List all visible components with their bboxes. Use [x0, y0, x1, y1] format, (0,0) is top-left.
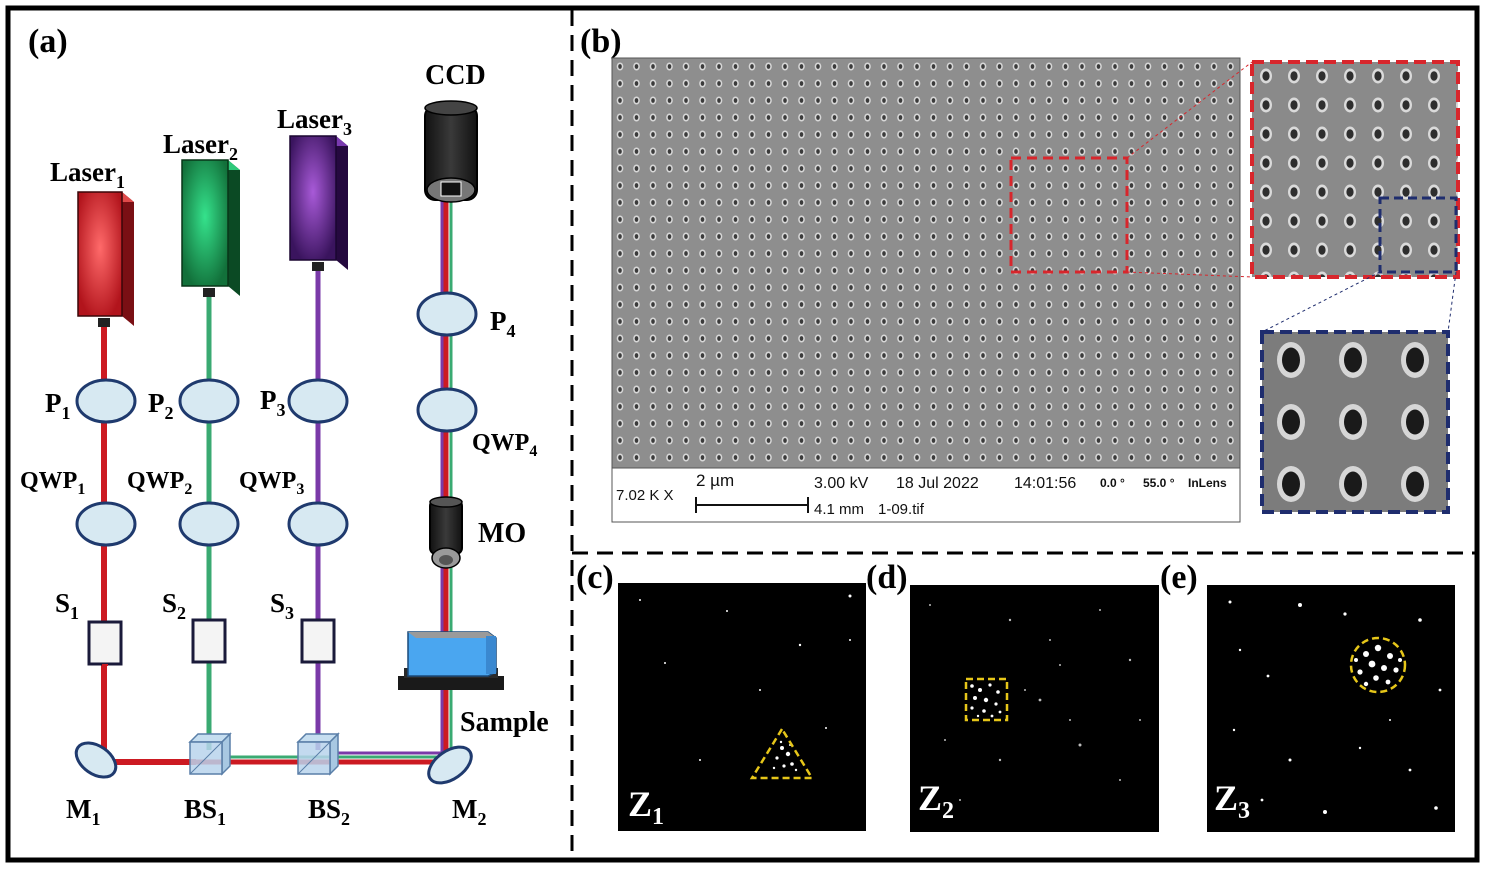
s3-label: S3	[270, 588, 294, 623]
laser-3	[289, 135, 348, 271]
sem-zoom-inset-1	[1250, 60, 1460, 279]
zoom-connector-red-top	[1126, 61, 1253, 159]
mirror-2	[427, 745, 473, 785]
sem-info-bar: 7.02 K X 2 µm 3.00 kV 18 Jul 2022 14:01:…	[611, 467, 1241, 523]
m1-label: M1	[66, 794, 100, 829]
panel-label-a: (a)	[28, 23, 68, 60]
polarizer-4	[416, 291, 478, 337]
sem-time: 14:01:56	[1014, 475, 1076, 492]
polarizer-2	[178, 378, 240, 424]
capture-image-2	[910, 585, 1159, 832]
panel-label-b: (b)	[580, 23, 622, 60]
microscope-objective	[429, 496, 463, 569]
zoom-connector-red-bottom	[1126, 271, 1253, 278]
mo-label: MO	[478, 518, 526, 549]
sem-main-image	[611, 57, 1241, 469]
s2-label: S2	[162, 588, 186, 623]
roi-cluster-3	[1354, 644, 1402, 687]
z2-label: Z2	[918, 778, 954, 824]
shutter-3	[300, 618, 336, 664]
ccd-label: CCD	[425, 60, 486, 91]
bs2-label: BS2	[308, 794, 350, 829]
qwp-3	[287, 501, 349, 547]
zoom-connector-blue-left	[1261, 271, 1381, 333]
z1-label: Z1	[628, 784, 664, 830]
polarizer-3	[287, 378, 349, 424]
sample-label: Sample	[460, 707, 549, 738]
qwp2-label: QWP2	[127, 468, 192, 498]
m2-label: M2	[452, 794, 486, 829]
qwp-1	[75, 501, 137, 547]
zoom-region-red	[1009, 156, 1129, 274]
qwp3-label: QWP3	[239, 468, 304, 498]
laser-1	[77, 191, 134, 327]
panel-e-capture: (e) Z3	[1160, 559, 1455, 832]
beam-splitter-2	[296, 732, 340, 776]
beam-splitter-1	[188, 732, 232, 776]
sem-file: 1-09.tif	[878, 501, 925, 518]
zoom-connector-blue-right	[1447, 271, 1457, 333]
p2-label: P2	[148, 388, 174, 423]
qwp-4	[416, 387, 478, 433]
p1-label: P1	[45, 388, 71, 423]
z3-label: Z3	[1214, 778, 1250, 824]
sem-wd: 4.1 mm	[814, 501, 864, 518]
p3-label: P3	[260, 385, 286, 420]
shutter-1	[87, 620, 123, 666]
sem-voltage: 3.00 kV	[814, 475, 869, 492]
qwp4-label: QWP4	[472, 430, 537, 460]
panel-b-sem: (b) 7.02 K X 2 µm 3.00 kV 18 Jul 2022 14…	[580, 23, 1460, 523]
ccd-camera	[424, 100, 478, 203]
capture-speckles-2	[929, 604, 1141, 801]
bs1-label: BS1	[184, 794, 226, 829]
sem-zoom-inset-2	[1260, 330, 1450, 514]
laser-2-label: Laser2	[163, 129, 238, 164]
shutter-2	[191, 618, 227, 664]
capture-image-3	[1207, 585, 1455, 832]
roi-cluster-1	[772, 740, 798, 772]
panel-a-setup: (a) Laser1	[20, 23, 549, 829]
capture-image-1	[618, 583, 866, 831]
zoom-region-blue	[1378, 196, 1458, 274]
sample-stage	[398, 631, 504, 690]
s1-label: S1	[55, 588, 79, 623]
sem-scale-bar	[695, 497, 809, 513]
laser-2	[181, 159, 240, 297]
sem-angle: 55.0 °	[1143, 476, 1175, 490]
panel-c-capture: (c) Z1	[576, 559, 866, 831]
outer-frame	[5, 5, 1480, 863]
sem-magnification: 7.02 K X	[616, 487, 674, 504]
capture-speckles-1	[639, 594, 852, 761]
sem-tilt: 0.0 °	[1100, 476, 1125, 490]
roi-cluster-2	[970, 683, 1002, 718]
qwp1-label: QWP1	[20, 468, 85, 498]
panel-label-c: (c)	[576, 559, 614, 596]
panel-label-d: (d)	[866, 559, 908, 596]
sem-detector: InLens	[1188, 476, 1227, 490]
polarizer-1	[75, 378, 137, 424]
laser-1-label: Laser1	[50, 157, 125, 192]
roi-circle	[1349, 636, 1407, 694]
sem-scale-label: 2 µm	[696, 471, 734, 490]
qwp-2	[178, 501, 240, 547]
sem-date: 18 Jul 2022	[896, 475, 979, 492]
p4-label: P4	[490, 306, 516, 341]
laser-3-label: Laser3	[277, 104, 352, 139]
panel-d-capture: (d) Z2	[866, 559, 1159, 832]
roi-square	[964, 677, 1009, 722]
mirror-1	[74, 741, 118, 779]
capture-speckles-3	[1228, 600, 1442, 814]
roi-triangle	[749, 726, 815, 780]
panel-label-e: (e)	[1160, 559, 1198, 596]
